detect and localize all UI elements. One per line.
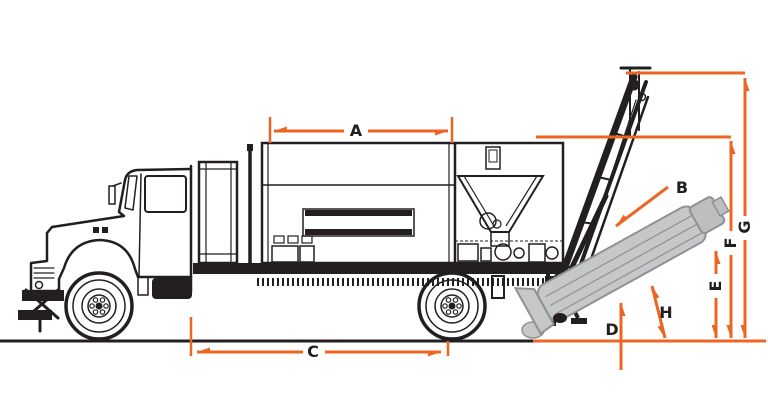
dim-a-line xyxy=(268,117,454,143)
dim-c-line xyxy=(189,317,450,356)
dim-label-a: A xyxy=(349,121,363,140)
dim-label-c: C xyxy=(307,342,319,361)
chassis-frame xyxy=(193,263,563,299)
front-wheel xyxy=(64,271,134,341)
dim-label-b: B xyxy=(675,178,689,197)
dim-h-line xyxy=(650,285,667,339)
truck-cab xyxy=(18,164,193,333)
discharge-auger xyxy=(513,196,730,339)
dim-label-f: F xyxy=(721,237,740,249)
dim-label-d: D xyxy=(605,320,619,339)
dim-label-e: E xyxy=(706,280,725,292)
mixer-body xyxy=(260,141,565,265)
dim-label-h: H xyxy=(659,303,673,322)
behind-cab-tank xyxy=(197,144,253,265)
dim-label-g: G xyxy=(735,220,754,234)
dim-f-line xyxy=(536,135,731,338)
dim-b-leader xyxy=(615,185,669,228)
dim-g-line xyxy=(626,71,745,338)
